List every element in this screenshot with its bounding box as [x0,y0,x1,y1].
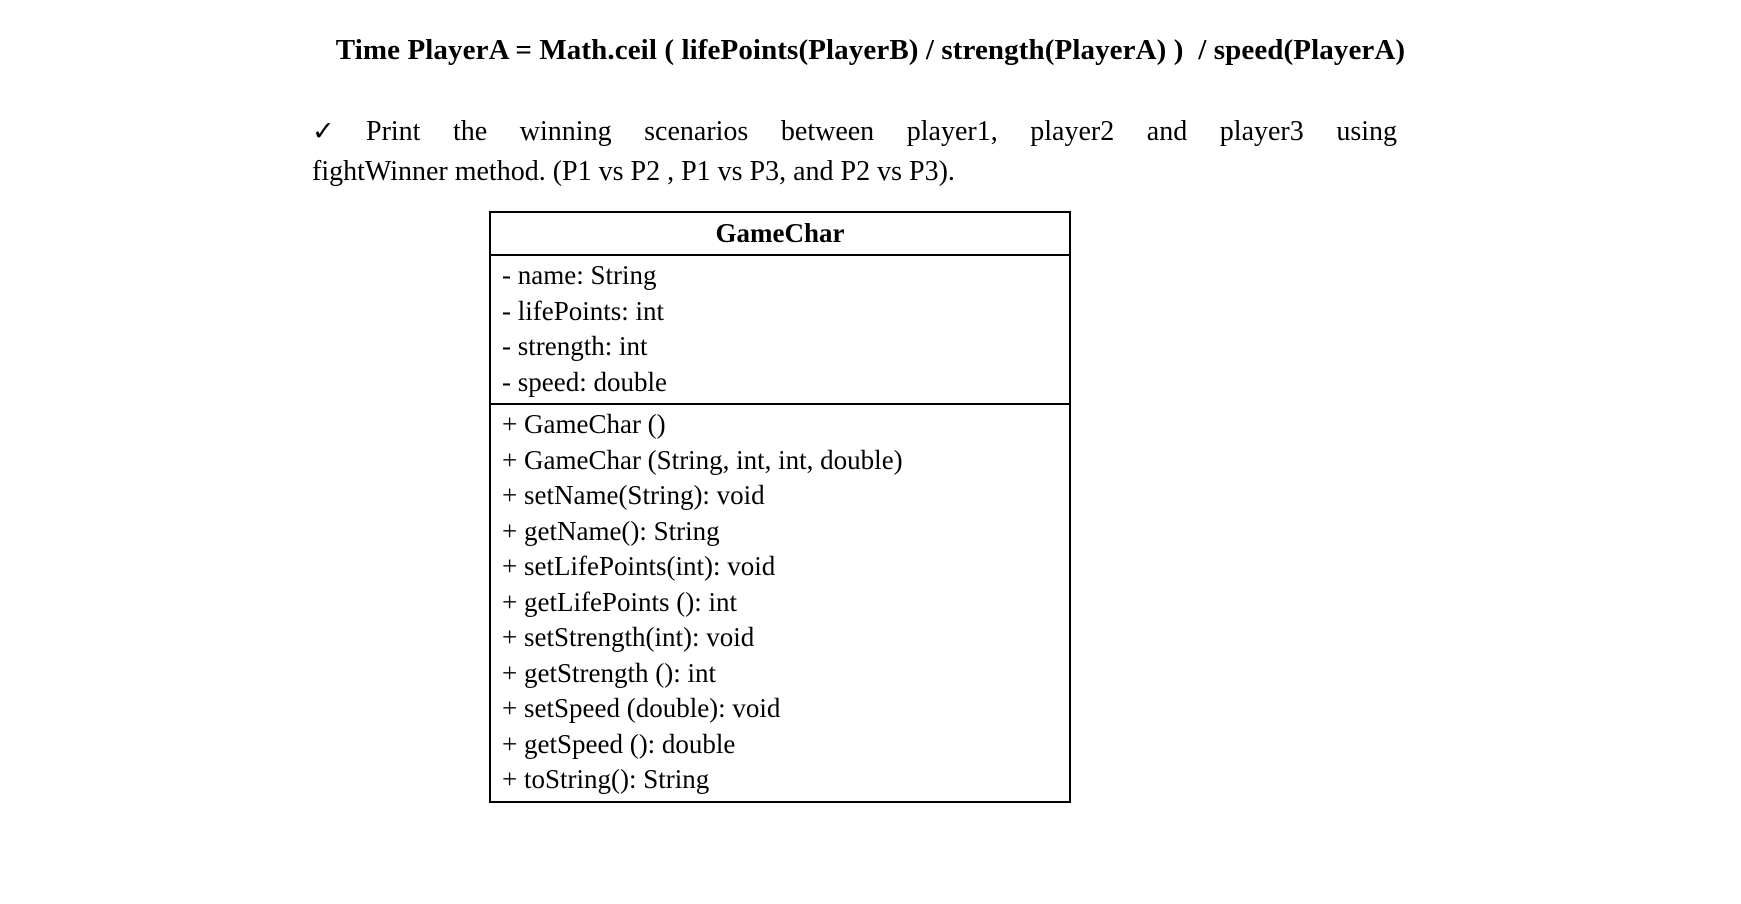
uml-attribute-row: - speed: double [502,366,667,397]
bullet-text-wrapper: Print the winning scenarios between play… [312,112,1397,192]
uml-method-row: + setName(String): void [502,480,765,510]
uml-method-row: + getStrength (): int [502,657,716,688]
uml-attribute-row: - strength: int [502,331,648,361]
uml-method-row: + getSpeed (): double [502,728,736,759]
uml-method-row: + setSpeed (double): void [502,693,781,723]
bullet-row: ✓ Print the winning scenarios between pl… [312,112,1397,192]
uml-attribute-row: - lifePoints: int [502,295,664,326]
uml-method-row: + GameChar () [502,409,666,439]
uml-class-name: GameChar [491,213,1069,256]
checkmark-icon: ✓ [312,116,335,147]
bullet-paragraph: ✓ Print the winning scenarios between pl… [312,112,1397,192]
uml-method-row: + setLifePoints(int): void [502,551,776,581]
uml-attributes-section: - name: String - lifePoints: int - stren… [491,256,1069,405]
bullet-line-second: fightWinner method. (P1 vs P2 , P1 vs P3… [312,156,955,187]
uml-method-row: + setStrength(int): void [502,622,755,652]
uml-method-row: + getLifePoints (): int [502,586,737,617]
bullet-line-first: Print the winning scenarios between play… [366,116,1397,147]
uml-method-row: + GameChar (String, int, int, double) [502,444,903,475]
uml-methods-section: + GameChar () + GameChar (String, int, i… [491,405,1069,801]
uml-attribute-row: - name: String [502,260,657,290]
uml-method-row: + getName(): String [502,515,720,546]
uml-class-box: GameChar - name: String - lifePoints: in… [489,211,1071,803]
formula-text: Time PlayerA = Math.ceil ( lifePoints(Pl… [335,34,1406,66]
formula-heading: Time PlayerA = Math.ceil ( lifePoints(Pl… [0,34,1741,67]
uml-method-row: + toString(): String [502,764,710,794]
